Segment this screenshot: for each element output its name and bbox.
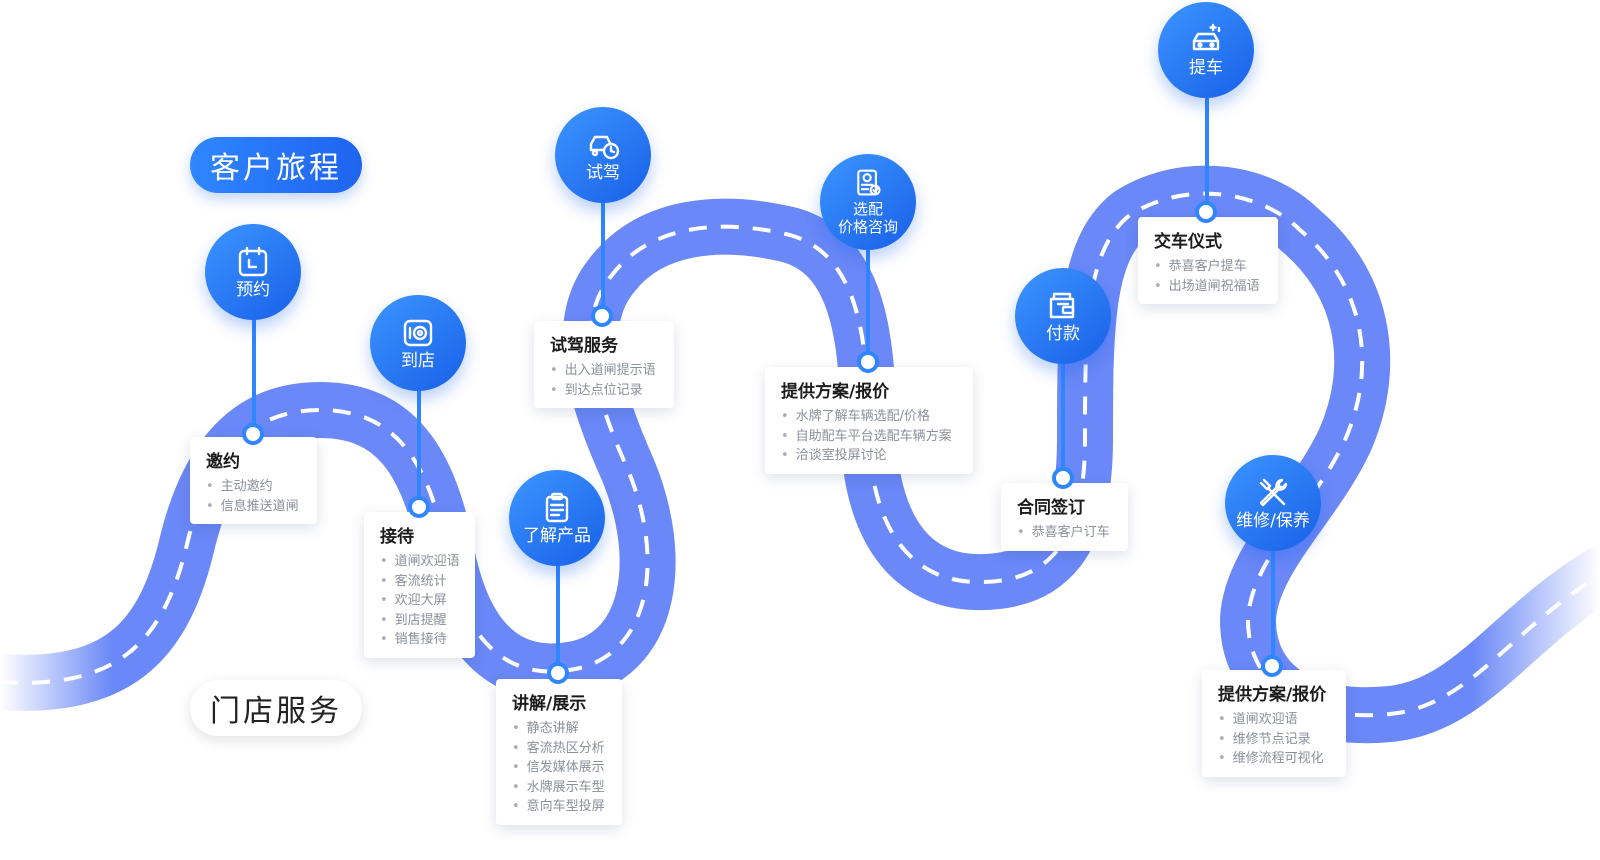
stage-card-reception: 接待 道闸欢迎语 客流统计 欢迎大屏 到店提醒 销售接待 <box>364 512 475 658</box>
car-clock-icon <box>586 128 620 162</box>
road-point <box>857 351 879 373</box>
stage-label: 提车 <box>1189 57 1223 78</box>
stage-label: 到店 <box>401 350 435 371</box>
card-item: 信发媒体展示 <box>512 758 608 778</box>
road-center-line <box>0 191 1600 718</box>
clipboard-icon <box>540 491 574 525</box>
card-item: 销售接待 <box>380 630 461 650</box>
stem-connector <box>1061 360 1065 470</box>
card-item: 意向车型投屏 <box>512 797 608 817</box>
customer-journey-label: 客户旅程 <box>190 137 362 193</box>
stage-label: 维修/保养 <box>1236 510 1310 531</box>
stage-appointment-node[interactable]: 预约 <box>205 224 301 320</box>
card-item: 洽谈室投屏讨论 <box>781 446 959 466</box>
road-point <box>1261 655 1283 677</box>
card-item: 到达点位记录 <box>550 381 660 401</box>
stage-arrival-node[interactable]: 到店 <box>370 295 466 391</box>
card-title: 讲解/展示 <box>512 694 587 714</box>
stage-card-delivery: 交车仪式 恭喜客户提车 出场道闸祝福语 <box>1138 217 1278 305</box>
card-item: 水牌展示车型 <box>512 778 608 798</box>
card-item: 信息推送道闸 <box>206 497 303 517</box>
stage-pricing-node[interactable]: 选配 价格咨询 <box>820 154 916 250</box>
stage-card-invitation: 邀约 主动邀约 信息推送道闸 <box>190 437 317 525</box>
price-document-icon <box>853 168 883 198</box>
card-item: 道闸欢迎语 <box>380 552 461 572</box>
stage-card-test-drive: 试驾服务 出入道闸提示语 到达点位记录 <box>534 321 674 409</box>
stem-connector <box>601 200 605 310</box>
card-item: 客流统计 <box>380 572 461 592</box>
stage-payment-node[interactable]: 付款 <box>1015 268 1111 364</box>
stage-label: 选配 价格咨询 <box>837 200 898 236</box>
stem-connector <box>866 244 870 356</box>
card-title: 邀约 <box>206 452 240 472</box>
card-title: 合同签订 <box>1017 498 1085 518</box>
stage-test-drive-node[interactable]: 试驾 <box>555 107 651 203</box>
card-title: 提供方案/报价 <box>781 382 890 402</box>
stem-connector <box>1271 548 1275 660</box>
stem-connector <box>252 318 256 428</box>
road-point <box>547 662 569 684</box>
card-item: 静态讲解 <box>512 719 608 739</box>
stage-label: 预约 <box>236 279 270 300</box>
stage-card-maintenance-plan: 提供方案/报价 道闸欢迎语 维修节点记录 维修流程可视化 <box>1202 670 1346 777</box>
card-item: 欢迎大屏 <box>380 591 461 611</box>
card-item: 主动邀约 <box>206 477 303 497</box>
road-point <box>242 423 264 445</box>
stem-connector <box>556 558 560 668</box>
card-title: 提供方案/报价 <box>1218 685 1327 705</box>
card-item: 道闸欢迎语 <box>1218 710 1332 730</box>
card-item: 水牌了解车辆选配/价格 <box>781 407 959 427</box>
stage-pickup-node[interactable]: 提车 <box>1158 2 1254 98</box>
stage-maintenance-node[interactable]: 维修/保养 <box>1225 455 1321 551</box>
stem-connector <box>1205 94 1209 204</box>
wallet-icon <box>1046 289 1080 323</box>
road-point <box>591 305 613 327</box>
calendar-clock-icon <box>236 245 270 279</box>
card-item: 出入道闸提示语 <box>550 361 660 381</box>
stage-label: 试驾 <box>586 162 620 183</box>
card-item: 维修流程可视化 <box>1218 749 1332 769</box>
card-item: 客流热区分析 <box>512 739 608 759</box>
stem-connector <box>417 388 421 498</box>
stage-card-contract: 合同签订 恭喜客户订车 <box>1001 483 1128 551</box>
stage-label: 付款 <box>1046 323 1080 344</box>
store-location-icon <box>401 316 435 350</box>
store-service-label: 门店服务 <box>190 680 362 736</box>
road-point <box>1052 467 1074 489</box>
stage-card-pricing-plan: 提供方案/报价 水牌了解车辆选配/价格 自助配车平台选配车辆方案 洽谈室投屏讨论 <box>765 367 973 474</box>
card-title: 交车仪式 <box>1154 232 1222 252</box>
card-title: 试驾服务 <box>550 336 618 356</box>
card-item: 维修节点记录 <box>1218 730 1332 750</box>
sparkle-car-icon <box>1189 23 1223 57</box>
card-item: 恭喜客户提车 <box>1154 257 1264 277</box>
road-point <box>408 496 430 518</box>
tools-icon <box>1256 476 1290 510</box>
road-point <box>1195 201 1217 223</box>
stage-label: 了解产品 <box>523 525 591 546</box>
stage-card-presentation: 讲解/展示 静态讲解 客流热区分析 信发媒体展示 水牌展示车型 意向车型投屏 <box>496 679 622 825</box>
stage-product-node[interactable]: 了解产品 <box>509 470 605 566</box>
card-item: 恭喜客户订车 <box>1017 523 1114 543</box>
card-item: 出场道闸祝福语 <box>1154 277 1264 297</box>
card-title: 接待 <box>380 527 414 547</box>
card-item: 自助配车平台选配车辆方案 <box>781 427 959 447</box>
card-item: 到店提醒 <box>380 611 461 631</box>
